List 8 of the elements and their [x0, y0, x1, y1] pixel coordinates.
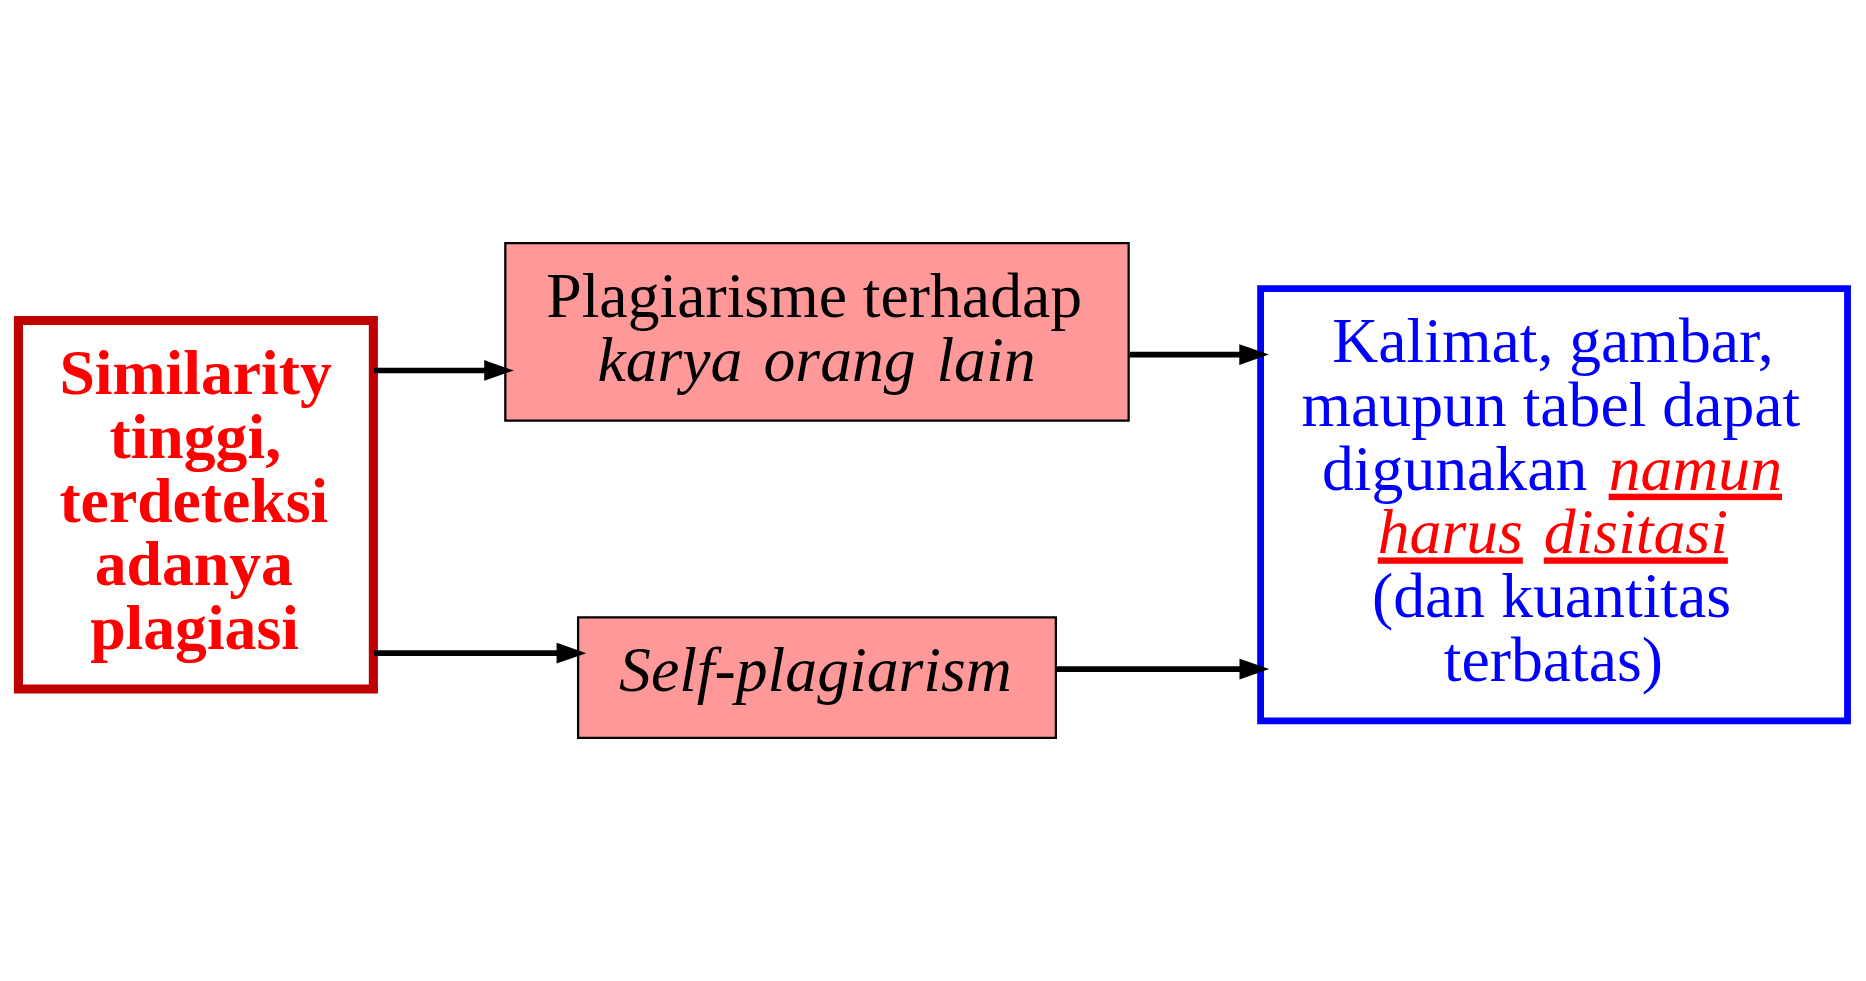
arrow [373, 642, 587, 664]
node-box: Similarity tinggi, terdeteksi adanya plagiasi [13, 315, 378, 694]
arrow [1056, 658, 1270, 680]
arrow [1129, 344, 1269, 365]
node-box: Plagiarisme terhadap karya orang lain [504, 241, 1130, 422]
node-box: Kalimat, gambar, maupun tabel dapat digunakan namun harus disitasi (dan kuantitas terbatas) [1257, 285, 1851, 725]
node-box: Self-plagiarism [576, 616, 1057, 740]
arrow [373, 360, 514, 381]
